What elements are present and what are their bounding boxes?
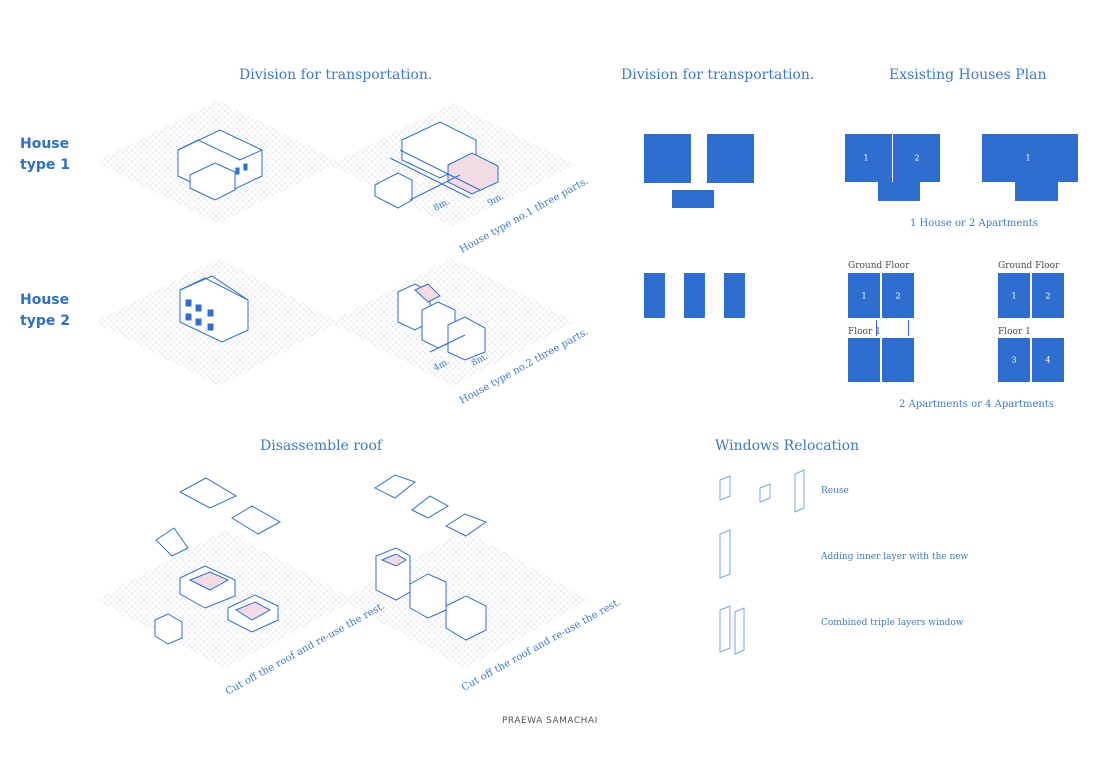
plan-label: 2 xyxy=(1045,291,1051,301)
floor1-label-a: Floor 1 xyxy=(848,327,881,337)
plan-label: 2 xyxy=(895,291,901,301)
disassemble-roof-left-iso xyxy=(154,477,282,645)
plan-label: 3 xyxy=(1011,355,1017,365)
title-existing-plan: Exsisting Houses Plan xyxy=(889,67,1047,83)
gf-a-right xyxy=(882,273,914,318)
division-block xyxy=(724,273,745,318)
division-block xyxy=(707,134,754,183)
plan-label: 1 xyxy=(1011,291,1017,301)
plan-block-a-right xyxy=(893,134,940,182)
plan-label: 1 xyxy=(861,291,867,301)
window-inner-layer-label: Adding inner layer with the new xyxy=(821,552,969,562)
title-division-right: Division for transportation. xyxy=(621,67,815,83)
house-type-1-iso xyxy=(177,129,263,201)
plan-block-b xyxy=(982,134,1078,182)
f1-b-right xyxy=(1032,338,1064,382)
disassemble-roof-right-iso xyxy=(373,474,488,641)
house-type-1-parts-iso xyxy=(374,121,499,209)
f1-a-right xyxy=(882,338,914,382)
division-block xyxy=(644,273,665,318)
updown-arrow xyxy=(908,320,909,336)
gf-b-left xyxy=(998,273,1030,318)
plan-label: 2 xyxy=(914,153,920,163)
window-reuse-label: Reuse xyxy=(821,486,849,496)
gf-a-left xyxy=(848,273,880,318)
ground-floor-label-a: Ground Floor xyxy=(848,261,910,271)
plan-label: 1 xyxy=(1025,153,1031,163)
house-type-2-iso xyxy=(179,275,249,343)
floor1-label-b: Floor 1 xyxy=(998,327,1031,337)
plan-block-a-bottom xyxy=(878,182,920,201)
plan-block-a-left xyxy=(845,134,892,182)
f1-a-left xyxy=(848,338,880,382)
title-windows-relocation: Windows Relocation xyxy=(715,438,860,454)
ground-floor-label-b: Ground Floor xyxy=(998,261,1060,271)
house-type-1-label: House type 1 xyxy=(20,136,70,173)
plan-block-b-bottom xyxy=(1015,182,1058,201)
title-division-left: Division for transportation. xyxy=(239,67,433,83)
house-type-2-label: House type 2 xyxy=(20,292,70,329)
title-disassemble-roof: Disassemble roof xyxy=(260,438,383,454)
plan-label: 4 xyxy=(1045,355,1051,365)
f1-b-left xyxy=(998,338,1030,382)
window-triple-label: Combined triple layers window xyxy=(821,618,964,628)
plan-caption-bottom: 2 Apartments or 4 Apartments xyxy=(899,399,1054,410)
division-block xyxy=(672,190,714,208)
division-block xyxy=(644,134,691,183)
division-block xyxy=(684,273,705,318)
author-name: PRAEWA SAMACHAI xyxy=(502,716,598,726)
gf-b-right xyxy=(1032,273,1064,318)
updown-arrow xyxy=(876,320,877,336)
plan-label: 1 xyxy=(863,153,869,163)
house-type-2-parts-iso xyxy=(397,283,486,361)
window-icons xyxy=(719,469,805,655)
plan-caption-top: 1 House or 2 Apartments xyxy=(910,218,1038,229)
